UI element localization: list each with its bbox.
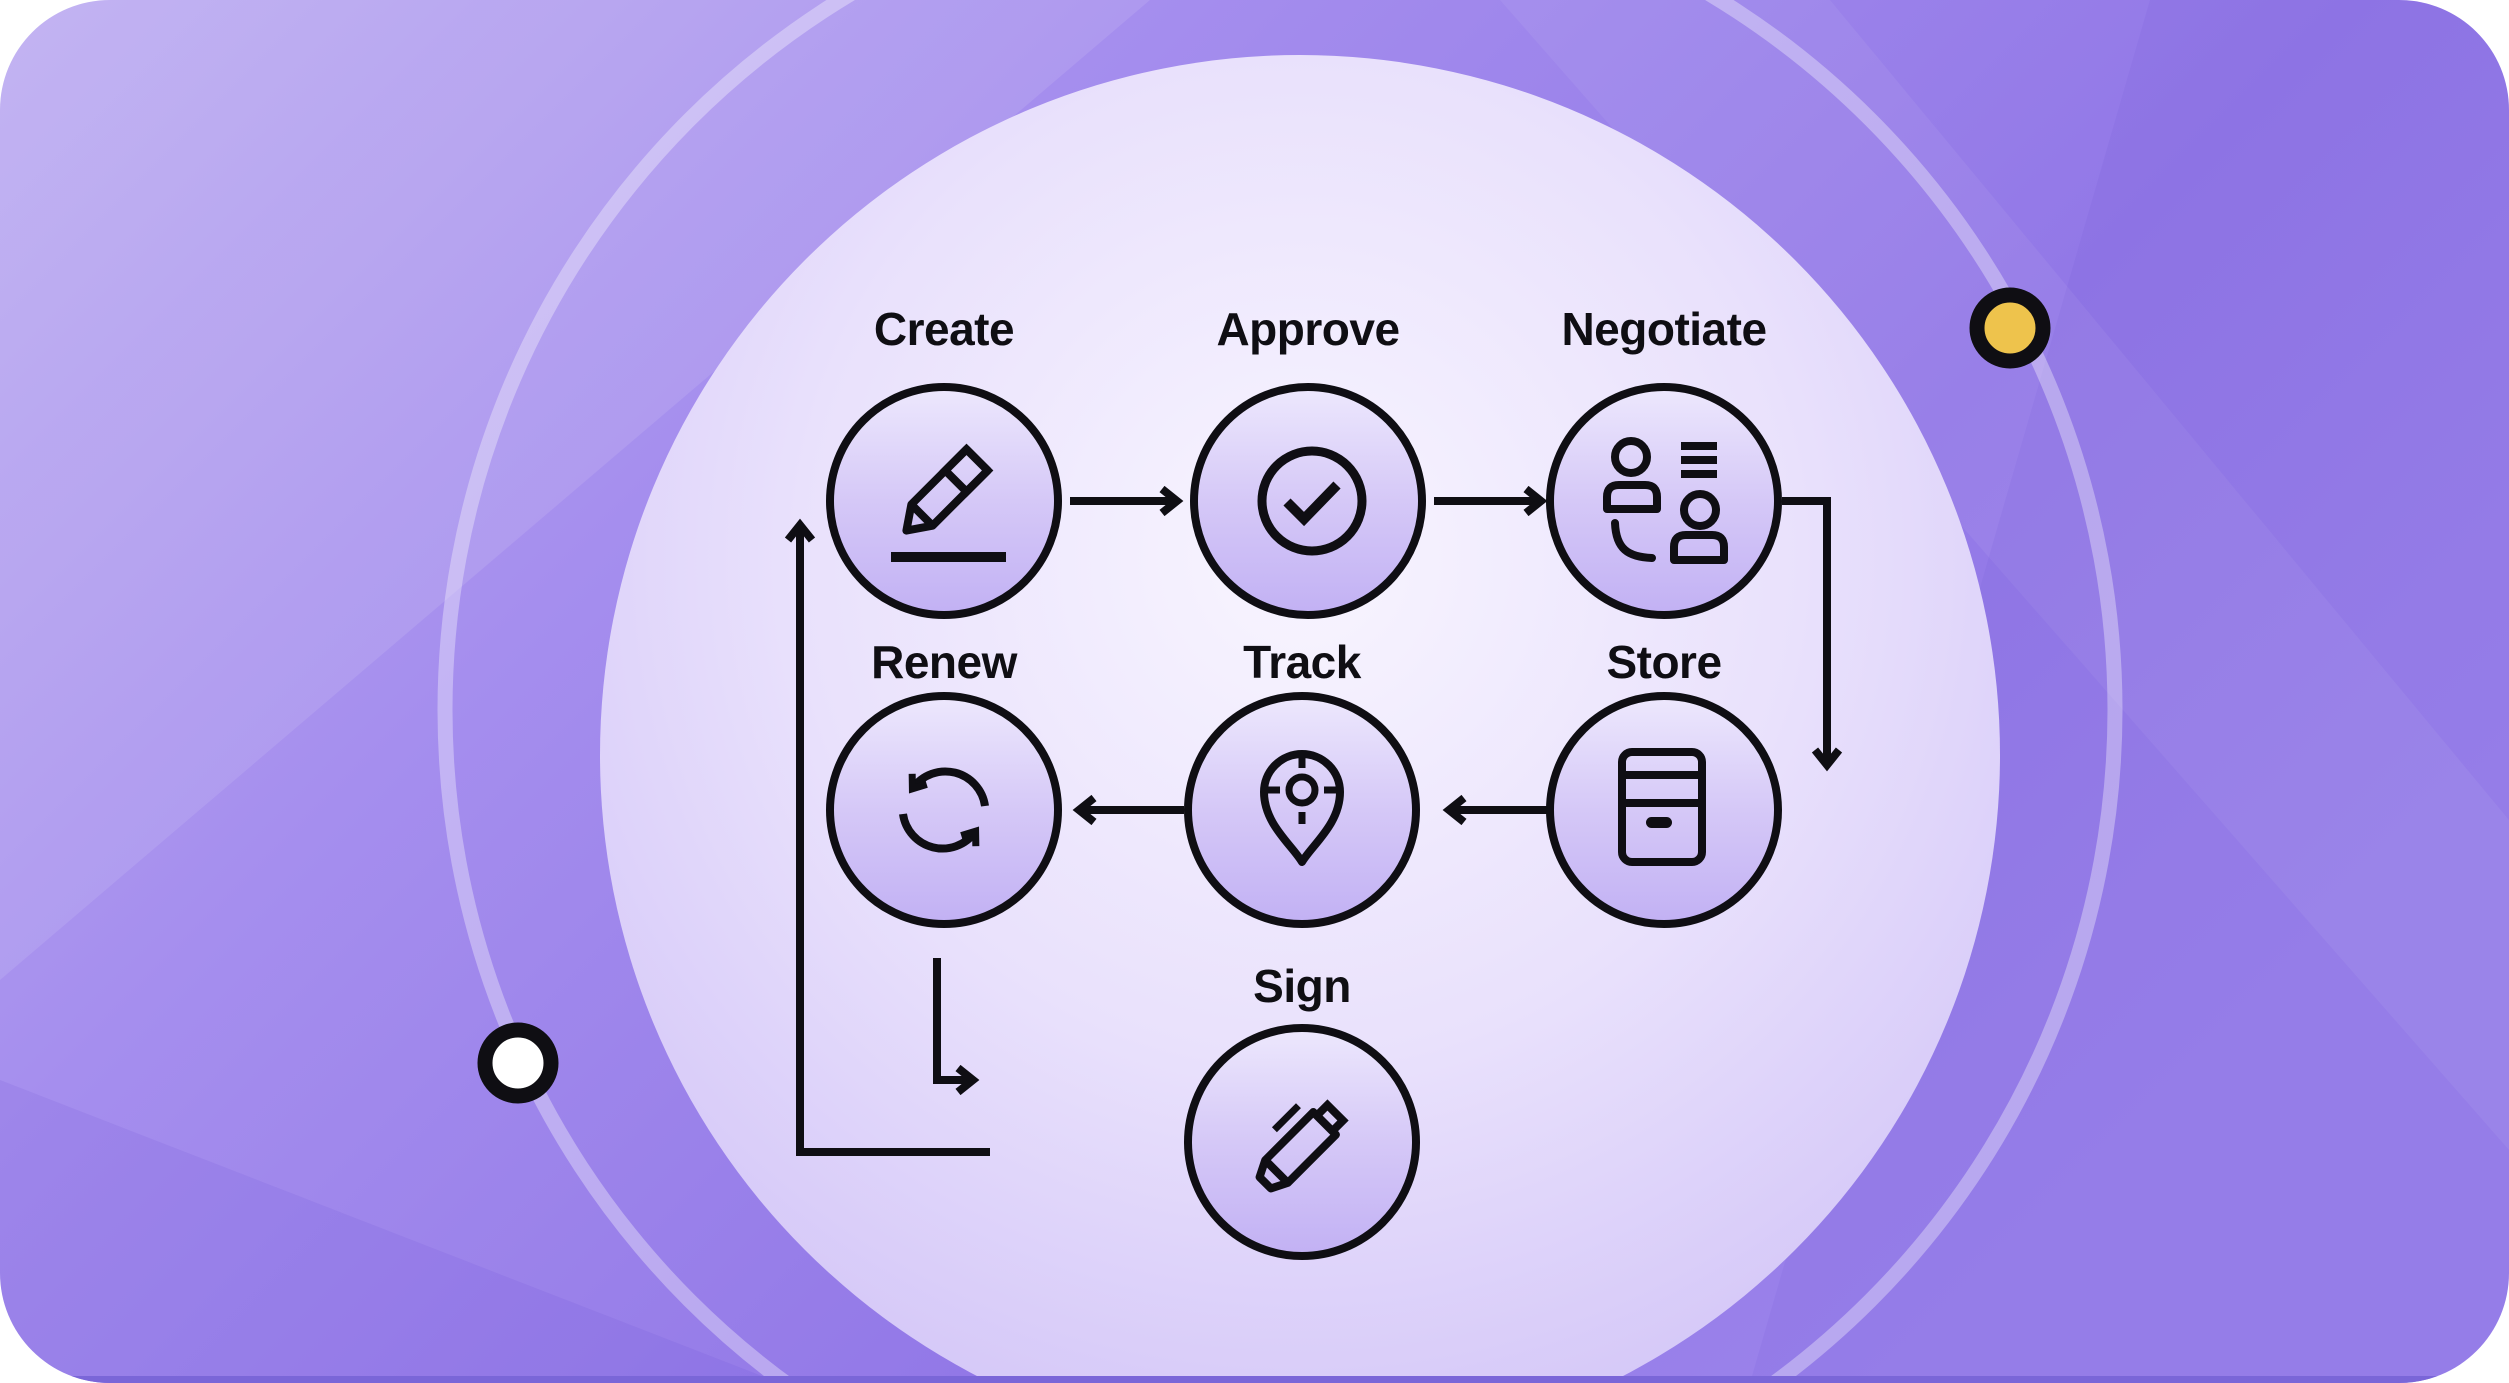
person-purple-head — [1611, 437, 1651, 477]
pin-shape — [1260, 750, 1344, 866]
arrow-negotiate-to-store — [1782, 497, 1843, 772]
pen-tip-divider — [1262, 1157, 1291, 1186]
node-circle-track — [1184, 692, 1420, 928]
node-label-create: Create — [874, 303, 1014, 355]
node-circle-store — [1546, 692, 1782, 928]
node-track: Track — [1184, 636, 1420, 928]
person-purple-body — [1603, 481, 1661, 513]
node-sign: Sign — [1184, 960, 1420, 1260]
node-renew: Renew — [826, 636, 1062, 928]
speech-arc — [1611, 519, 1656, 562]
people-discussion-icon — [1603, 437, 1728, 564]
check-mark — [1283, 481, 1341, 527]
cabinet-handle — [1646, 817, 1672, 828]
node-label-track: Track — [1243, 636, 1362, 688]
node-label-sign: Sign — [1253, 960, 1351, 1012]
refresh-arc-top — [908, 767, 989, 807]
pen-cap — [1311, 1099, 1349, 1137]
arrow-loop-back-to-create — [784, 518, 990, 1156]
pencil-icon — [891, 443, 1006, 562]
node-circle-approve — [1190, 383, 1426, 619]
bottom-strip — [0, 1376, 2509, 1383]
crosshair-center-dot — [1285, 773, 1319, 807]
cabinet-yellow-drawer — [1618, 771, 1706, 807]
orbit-dot-yellow — [1969, 287, 2051, 369]
node-circle-negotiate — [1546, 383, 1782, 619]
person-yellow-head — [1680, 490, 1720, 530]
pencil-tip-divider — [908, 501, 936, 529]
check-inner-circle — [1257, 446, 1367, 556]
text-lines — [1681, 442, 1717, 478]
location-pin-icon — [1260, 750, 1344, 866]
node-label-approve: Approve — [1216, 303, 1399, 355]
node-circle-create — [826, 383, 1062, 619]
node-approve: Approve — [1190, 303, 1426, 619]
pencil-eraser — [939, 443, 994, 498]
check-circle-icon — [1257, 446, 1367, 556]
pen-motion-line — [1271, 1103, 1301, 1133]
node-label-negotiate: Negotiate — [1561, 303, 1766, 355]
orbit-dot-white — [477, 1022, 559, 1104]
node-label-store: Store — [1606, 636, 1721, 688]
node-label-renew: Renew — [871, 636, 1017, 688]
pen-body — [1255, 1108, 1340, 1193]
node-circle-renew — [826, 692, 1062, 928]
refresh-arc-bottom — [899, 813, 980, 853]
flow-arrows — [784, 485, 1843, 1156]
node-create: Create — [826, 303, 1062, 619]
archive-cabinet-icon — [1618, 748, 1706, 866]
crosshair-ticks — [1268, 756, 1336, 824]
arrow-renew-to-sign — [933, 958, 980, 1096]
node-circle-sign — [1184, 1024, 1420, 1260]
refresh-icon — [899, 767, 989, 853]
node-negotiate: Negotiate — [1546, 303, 1782, 619]
person-yellow-body — [1670, 531, 1728, 564]
pen-icon — [1255, 1099, 1349, 1193]
node-store: Store — [1546, 636, 1782, 928]
orbit-ring — [437, 0, 2123, 1383]
facet-dark-bottom-left — [0, 1080, 780, 1383]
